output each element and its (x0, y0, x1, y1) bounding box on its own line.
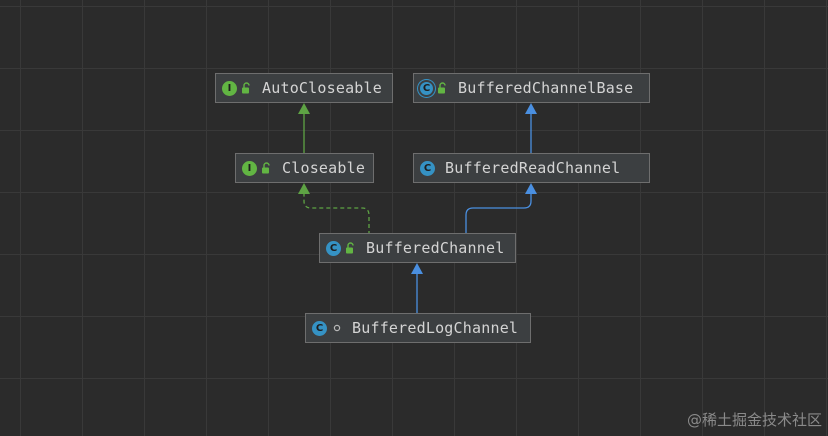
package-private-icon (333, 324, 341, 332)
edge-channel-to-readchannel (465, 192, 532, 235)
class-icon: C (326, 240, 341, 256)
class-icon: C (312, 320, 327, 336)
edge-channel-to-closeable (303, 192, 370, 235)
lock-open-icon (242, 82, 250, 94)
class-icon: C (420, 160, 435, 176)
interface-icon: I (222, 80, 237, 96)
interface-icon: I (242, 160, 257, 176)
node-bufferedreadchannel[interactable]: C BufferedReadChannel (413, 153, 650, 183)
node-autocloseable[interactable]: I AutoCloseable (215, 73, 393, 103)
lock-open-icon (262, 162, 270, 174)
node-bufferedchannelbase[interactable]: C BufferedChannelBase (413, 73, 650, 103)
abstract-class-icon: C (420, 81, 433, 95)
node-bufferedlogchannel[interactable]: C BufferedLogChannel (305, 313, 531, 343)
node-label: BufferedLogChannel (352, 319, 519, 337)
node-label: BufferedChannelBase (458, 79, 634, 97)
node-closeable[interactable]: I Closeable (235, 153, 374, 183)
node-label: BufferedChannel (366, 239, 505, 257)
arrowhead-channelbase (525, 103, 537, 114)
arrowhead-closeable (298, 183, 310, 194)
lock-open-icon (438, 82, 446, 94)
lock-open-icon (346, 242, 354, 254)
arrowhead-readchannel (525, 183, 537, 194)
arrowhead-autocloseable (298, 103, 310, 114)
watermark: @稀土掘金技术社区 (686, 411, 822, 429)
arrowhead-channel (411, 263, 423, 274)
node-label: AutoCloseable (262, 79, 382, 97)
node-label: BufferedReadChannel (445, 159, 621, 177)
node-label: Closeable (282, 159, 366, 177)
node-bufferedchannel[interactable]: C BufferedChannel (319, 233, 516, 263)
